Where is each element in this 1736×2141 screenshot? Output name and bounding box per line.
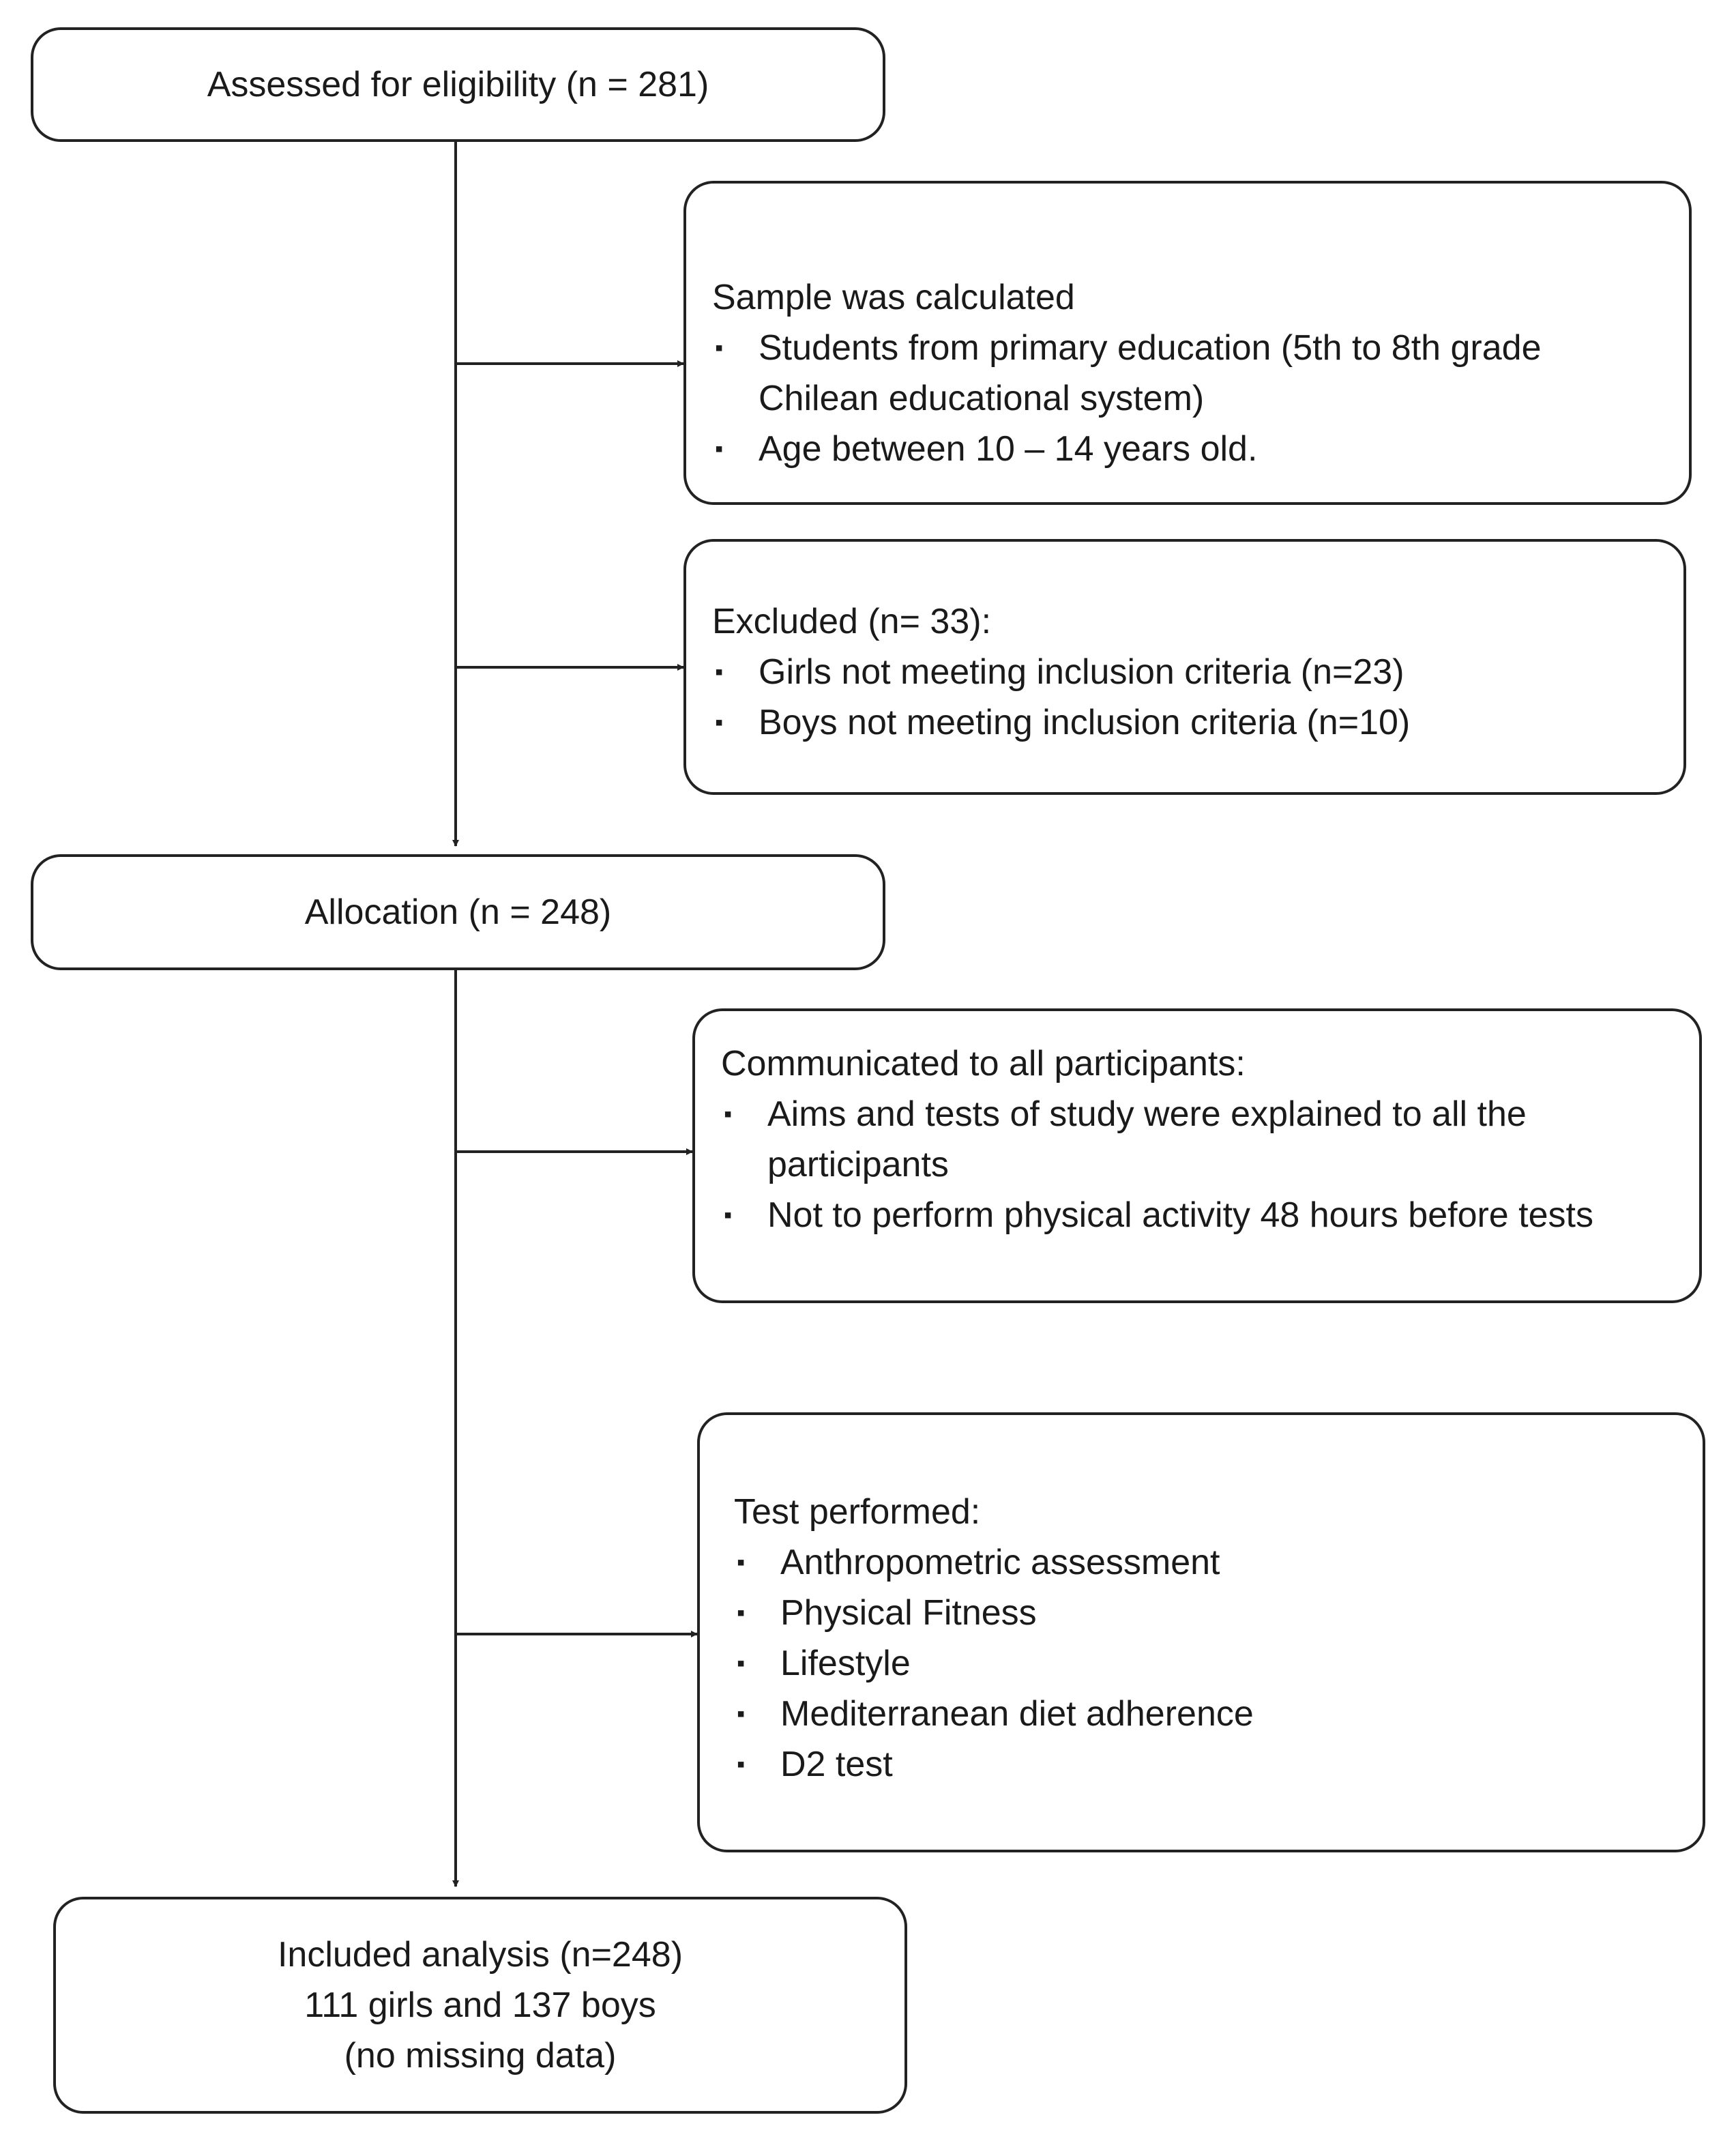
excluded-item: Boys not meeting inclusion criteria (n=1… xyxy=(712,697,1636,748)
excluded-heading: Excluded (n= 33): xyxy=(712,602,992,641)
excluded-list: Girls not meeting inclusion criteria (n=… xyxy=(712,647,1636,748)
sample-box: Sample was calculated Students from prim… xyxy=(683,181,1692,505)
tests-heading: Test performed: xyxy=(734,1492,981,1532)
sample-list: Students from primary education (5th to … xyxy=(712,323,1641,474)
excluded-box: Excluded (n= 33): Girls not meeting incl… xyxy=(683,539,1686,795)
included-line: Included analysis (n=248) xyxy=(277,1935,683,1975)
tests-box: Test performed: Anthropometric assessmen… xyxy=(697,1412,1705,1852)
communicated-box: Communicated to all participants: Aims a… xyxy=(692,1008,1702,1303)
tests-item: Anthropometric assessment xyxy=(734,1537,1655,1588)
allocation-box: Allocation (n = 248) xyxy=(31,854,885,970)
communicated-item: Aims and tests of study were explained t… xyxy=(721,1089,1665,1190)
included-line: (no missing data) xyxy=(344,2036,617,2076)
assessed-box: Assessed for eligibility (n = 281) xyxy=(31,27,885,142)
tests-item: Lifestyle xyxy=(734,1638,1655,1689)
tests-item: D2 test xyxy=(734,1739,1655,1790)
communicated-heading: Communicated to all participants: xyxy=(721,1044,1246,1083)
communicated-item: Not to perform physical activity 48 hour… xyxy=(721,1190,1665,1240)
assessed-text: Assessed for eligibility (n = 281) xyxy=(207,65,709,104)
communicated-list: Aims and tests of study were explained t… xyxy=(721,1089,1665,1240)
sample-item: Students from primary education (5th to … xyxy=(712,323,1641,424)
sample-heading: Sample was calculated xyxy=(712,278,1075,317)
included-line: 111 girls and 137 boys xyxy=(304,1985,656,2025)
sample-item: Age between 10 – 14 years old. xyxy=(712,424,1641,474)
tests-item: Physical Fitness xyxy=(734,1588,1655,1638)
excluded-item: Girls not meeting inclusion criteria (n=… xyxy=(712,647,1636,697)
tests-item: Mediterranean diet adherence xyxy=(734,1689,1655,1739)
tests-list: Anthropometric assessment Physical Fitne… xyxy=(734,1537,1655,1790)
allocation-text: Allocation (n = 248) xyxy=(304,892,612,932)
included-box: Included analysis (n=248) 111 girls and … xyxy=(53,1897,907,2114)
